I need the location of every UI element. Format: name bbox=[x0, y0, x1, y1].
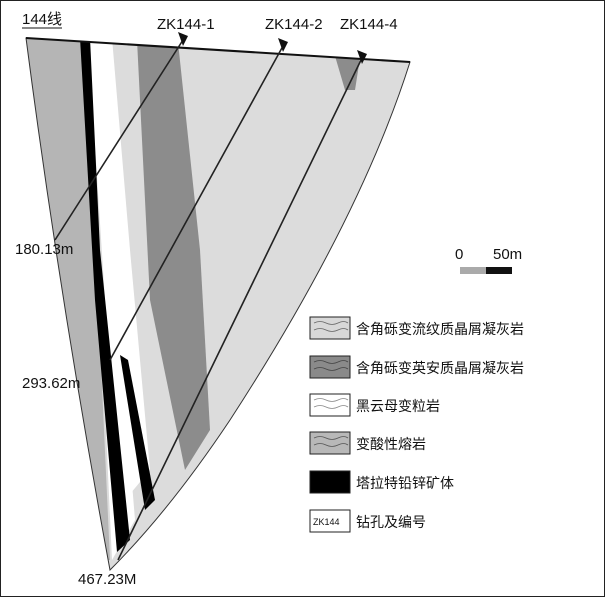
legend: 含角砾变流纹质晶屑凝灰岩 含角砾变英安质晶屑凝灰岩 黑云母变粒岩 变酸性熔岩 塔… bbox=[309, 316, 524, 533]
legend-swatch-ore-body bbox=[309, 470, 351, 494]
borehole-ZK144-4-trace bbox=[117, 50, 367, 561]
section-line-label: 144线 bbox=[22, 11, 62, 28]
depth-label-ZK144-2: 293.62m bbox=[22, 375, 80, 392]
section-outline bbox=[25, 37, 411, 572]
legend-swatch-biotite-granulite bbox=[309, 393, 351, 417]
legend-label-acidic-lava: 变酸性熔岩 bbox=[356, 437, 426, 453]
borehole-ZK144-2-trace bbox=[109, 38, 288, 361]
scale-bar-dark bbox=[486, 267, 512, 274]
legend-label-rhyolitic-tuff: 含角砾变流纹质晶屑凝灰岩 bbox=[356, 322, 524, 338]
acidic-lava-unit-left bbox=[26, 38, 110, 560]
legend-swatch-dacitic-tuff bbox=[309, 355, 351, 379]
ore-body-main bbox=[80, 38, 130, 552]
ore-body-secondary bbox=[120, 355, 155, 510]
depth-label-ZK144-1: 180.13m bbox=[15, 241, 73, 258]
borehole-ZK144-1-trace bbox=[54, 32, 188, 241]
legend-borehole-symbol-text: ZK144 bbox=[313, 517, 340, 527]
legend-label-dacitic-tuff: 含角砾变英安质晶屑凝灰岩 bbox=[356, 360, 524, 377]
scale-bar-light bbox=[460, 267, 486, 274]
depth-label-ZK144-4: 467.23M bbox=[78, 571, 136, 588]
borehole-ZK144-4-label: ZK144-4 bbox=[340, 16, 398, 33]
borehole-ZK144-1-label: ZK144-1 bbox=[157, 16, 215, 33]
ground-surface bbox=[25, 37, 411, 63]
legend-label-biotite-granulite: 黑云母变粒岩 bbox=[356, 399, 440, 415]
legend-swatch-acidic-lava bbox=[309, 431, 351, 455]
legend-label-borehole: 钻孔及编号 bbox=[356, 515, 426, 531]
dacitic-tuff-unit bbox=[137, 40, 210, 470]
granulite-unit bbox=[88, 38, 150, 500]
borehole-ZK144-2-label: ZK144-2 bbox=[265, 16, 323, 33]
dacitic-tuff-unit-right bbox=[335, 56, 360, 90]
legend-swatch-borehole bbox=[309, 509, 351, 533]
legend-swatch-rhyolitic-tuff bbox=[309, 316, 351, 340]
scale-zero-label: 0 bbox=[455, 246, 463, 263]
scale-max-label: 50m bbox=[493, 246, 522, 263]
legend-label-ore-body: 塔拉特铅锌矿体 bbox=[356, 476, 454, 492]
